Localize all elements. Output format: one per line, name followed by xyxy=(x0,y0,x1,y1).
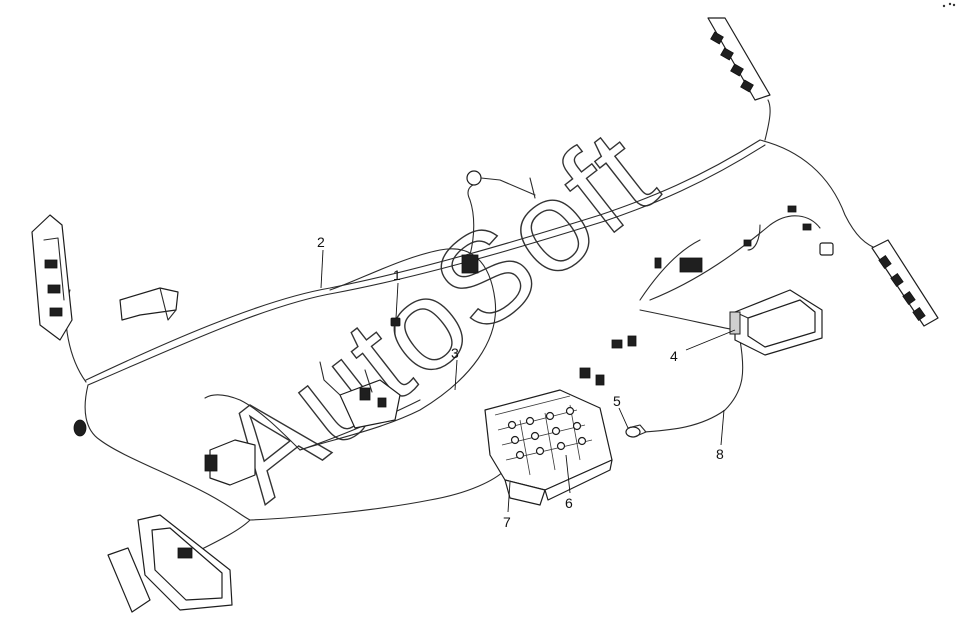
callout-8: 8 xyxy=(716,446,724,462)
callout-5: 5 xyxy=(613,393,621,409)
control-box-part-4 xyxy=(729,289,823,356)
lamp-right xyxy=(871,239,939,327)
connector-part-1 xyxy=(390,317,401,336)
callout-6: 6 xyxy=(565,495,573,511)
relay-block-left xyxy=(204,439,256,486)
lamp-bottom-left xyxy=(107,514,233,613)
main-harness xyxy=(65,99,881,551)
lamp-left-top xyxy=(31,214,73,341)
horn xyxy=(119,287,179,321)
callout-3: 3 xyxy=(451,345,459,361)
callout-1: 1 xyxy=(393,267,401,283)
corner-mark xyxy=(942,2,956,8)
callout-7: 7 xyxy=(503,514,511,530)
callout-4: 4 xyxy=(670,348,678,364)
connectors-right xyxy=(579,205,834,386)
fuse-pins xyxy=(507,406,587,460)
speaker-left xyxy=(73,419,87,437)
relay-bracket-part-3 xyxy=(319,361,401,429)
callout-2: 2 xyxy=(317,234,325,250)
lamp-top-right xyxy=(707,17,771,101)
fuse-box-part-6-7 xyxy=(484,389,613,506)
callouts: 1 2 3 4 5 6 7 8 xyxy=(317,234,736,530)
sensor-top-center xyxy=(461,170,536,274)
plug-part-5 xyxy=(625,424,647,438)
